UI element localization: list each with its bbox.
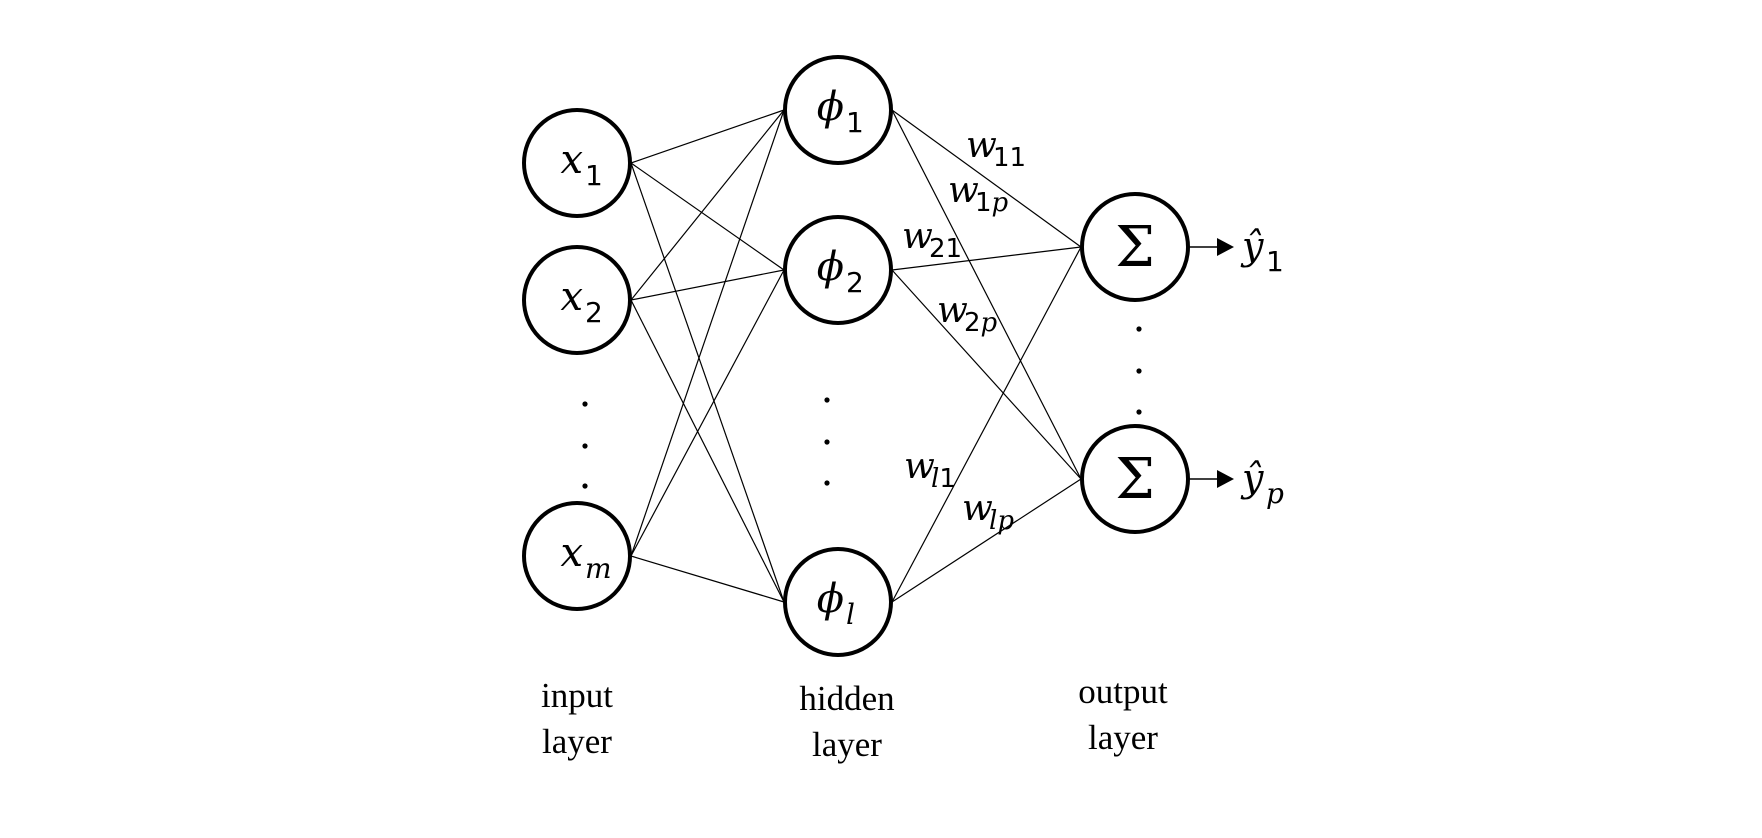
weight-label-w11: w11 xyxy=(966,125,1026,173)
weight-label-w21: w21 xyxy=(902,216,962,264)
edge-phi2-sum1 xyxy=(891,246,1082,271)
weight-subscript: lp xyxy=(989,506,1014,536)
output-symbol: ŷ xyxy=(1240,456,1264,500)
layer-labels: input layer hidden layer output layer xyxy=(541,672,1168,764)
weight-symbol: w xyxy=(966,125,997,166)
output-node-sum1: Σ xyxy=(1080,192,1190,302)
weight-subscript: 21 xyxy=(929,234,962,264)
edge-x2-phil xyxy=(630,299,785,603)
hidden-layer-label-line2: layer xyxy=(812,725,882,764)
edge-phil-sum1 xyxy=(891,246,1082,603)
node-subscript: l xyxy=(846,598,855,631)
edge-phi1-sum1 xyxy=(891,109,1082,248)
node-symbol: x xyxy=(560,530,583,576)
edge-x2-phi1 xyxy=(630,109,785,301)
node-symbol: ϕ xyxy=(817,576,844,622)
output-ellipsis-dot xyxy=(1136,326,1142,332)
weight-symbol: w xyxy=(962,488,993,529)
edge-phi2-sump xyxy=(891,269,1082,480)
sigma-symbol: Σ xyxy=(1115,447,1155,512)
node-circle xyxy=(1080,192,1190,302)
input-ellipsis-dot xyxy=(582,483,588,489)
node-subscript: m xyxy=(585,552,612,585)
node-symbol: x xyxy=(560,274,583,320)
input-layer-label-line2: layer xyxy=(542,722,612,761)
weight-subscript: 11 xyxy=(993,143,1026,173)
node-circle xyxy=(522,245,632,355)
input-layer-label-line1: input xyxy=(541,676,613,715)
arrow-head-icon xyxy=(1217,470,1234,488)
node-circle xyxy=(522,108,632,218)
input-ellipsis-dot xyxy=(582,443,588,449)
edge-x1-phi2 xyxy=(630,162,785,271)
node-circle xyxy=(1080,424,1190,534)
output-ellipsis-dot xyxy=(1136,368,1142,374)
output-subscript: 1 xyxy=(1266,245,1284,278)
weight-label-w1p: w1p xyxy=(948,170,1009,218)
node-subscript: 1 xyxy=(585,159,603,192)
input-ellipsis-dot xyxy=(582,401,588,407)
output-node-sump: Σ xyxy=(1080,424,1190,534)
edge-xm-phil xyxy=(630,555,785,603)
weight-symbol: w xyxy=(948,170,979,211)
output-ellipsis-dot xyxy=(1136,409,1142,415)
output-layer-label-line2: layer xyxy=(1088,718,1158,757)
node-symbol: x xyxy=(560,137,583,183)
node-circle xyxy=(783,55,893,165)
weight-symbol: w xyxy=(937,290,968,331)
arrow-head-icon xyxy=(1217,238,1234,256)
edge-phil-sump xyxy=(891,478,1082,603)
hidden-ellipsis-dot xyxy=(824,439,830,445)
node-symbol: ϕ xyxy=(817,244,844,290)
weight-subscript: 1p xyxy=(975,188,1009,218)
node-circle xyxy=(783,215,893,325)
weight-symbol: w xyxy=(902,216,933,257)
weight-label-wlp: wlp xyxy=(962,488,1014,536)
weight-subscript: 2p xyxy=(964,308,998,338)
node-circle xyxy=(783,547,893,657)
edge-x1-phi1 xyxy=(630,109,785,164)
node-subscript: 2 xyxy=(846,266,864,299)
output-layer-label-line1: output xyxy=(1078,672,1168,711)
edge-xm-phi2 xyxy=(630,269,785,557)
node-circle xyxy=(522,501,632,611)
edge-phi1-sump xyxy=(891,109,1082,480)
edge-xm-phi1 xyxy=(630,109,785,557)
output-symbol: ŷ xyxy=(1240,224,1264,268)
weight-label-w2p: w2p xyxy=(937,290,998,338)
node-subscript: 2 xyxy=(585,296,603,329)
weight-label-wl1: wl1 xyxy=(904,446,956,494)
sigma-symbol: Σ xyxy=(1115,215,1155,280)
ellipsis-dots xyxy=(582,326,1142,489)
edge-x1-phil xyxy=(630,162,785,603)
edge-x2-phi2 xyxy=(630,269,785,301)
weight-subscript: l1 xyxy=(931,464,956,494)
node-subscript: 1 xyxy=(846,106,864,139)
output-subscript: p xyxy=(1266,477,1284,510)
edges xyxy=(630,109,1082,603)
node-symbol: ϕ xyxy=(817,84,844,130)
hidden-ellipsis-dot xyxy=(824,397,830,403)
hidden-ellipsis-dot xyxy=(824,480,830,486)
weight-symbol: w xyxy=(904,446,935,487)
hidden-layer-label-line1: hidden xyxy=(799,679,894,718)
